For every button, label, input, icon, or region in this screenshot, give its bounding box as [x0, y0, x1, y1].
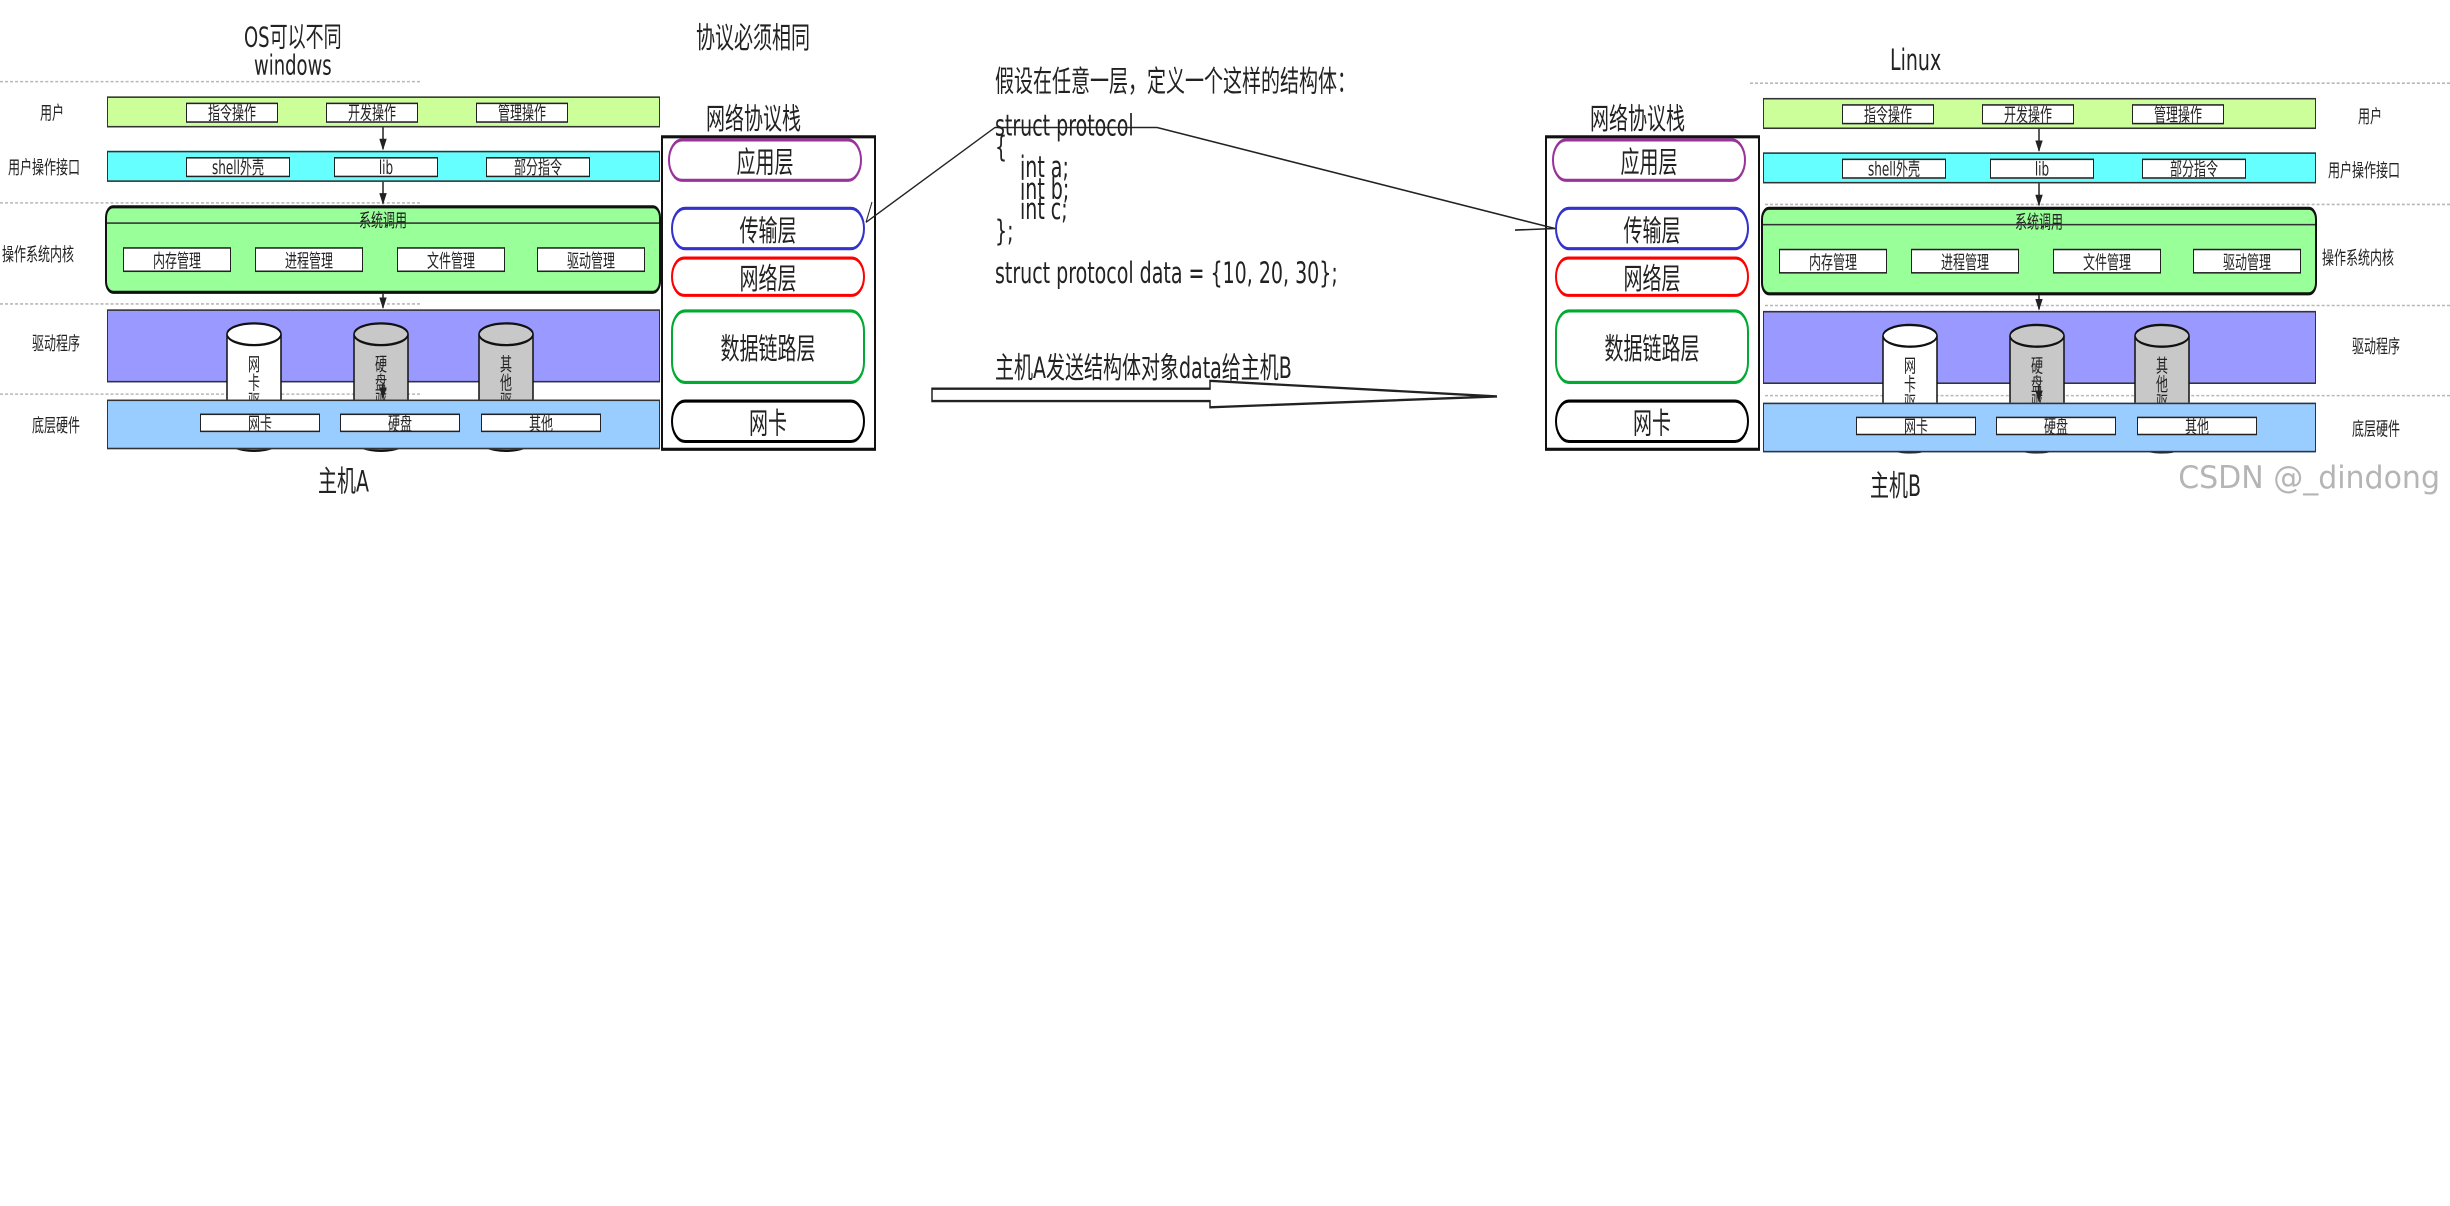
separator: [1765, 304, 2450, 307]
layer-label-interface: 用户操作接口: [2328, 160, 2401, 182]
stack-frame: [661, 135, 876, 451]
separator: [0, 303, 420, 305]
hardware-item: 其他: [2137, 416, 2257, 438]
send-caption: 主机A发送结构体对象data给主机B: [995, 351, 1292, 386]
user-item: 管理操作: [476, 102, 568, 124]
stack-frame: [1545, 135, 1760, 451]
hardware-item: 网卡: [1856, 416, 1976, 438]
kernel-item: 进程管理: [1911, 248, 2019, 274]
layer-label-driver: 驱动程序: [2352, 335, 2401, 358]
layer-label-kernel: 操作系统内核: [2322, 247, 2395, 269]
interface-layer: shell外壳 lib 部分指令: [107, 150, 660, 182]
callout-line: [865, 126, 996, 224]
kernel-item: 进程管理: [255, 247, 363, 273]
stack-layer-network: 网络层: [671, 256, 865, 297]
layer-label-kernel: 操作系统内核: [2, 244, 75, 266]
stack-layer-network: 网络层: [1555, 256, 1749, 297]
interface-item: lib: [1990, 158, 2094, 180]
send-arrow-icon: [931, 379, 1498, 409]
hardware-layer: 网卡 硬盘 其他: [1763, 402, 2316, 453]
kernel-item: 驱动管理: [537, 247, 645, 273]
syscall-divider: [107, 222, 659, 224]
layer-label-hardware: 底层硬件: [2352, 418, 2401, 440]
stack-layer-nic: 网卡: [671, 399, 865, 444]
hardware-item: 网卡: [200, 413, 320, 435]
callout-line: [1514, 227, 1556, 231]
code-line: struct protocol data = {10, 20, 30};: [995, 256, 1338, 291]
hardware-item: 硬盘: [1996, 416, 2116, 438]
stack-layer-datalink: 数据链路层: [671, 309, 865, 384]
layer-label-interface: 用户操作接口: [8, 157, 81, 179]
separator: [0, 202, 420, 204]
user-layer: 指令操作 开发操作 管理操作: [107, 96, 660, 128]
kernel-item: 内存管理: [123, 247, 231, 273]
kernel-layer: 系统调用 内存管理 进程管理 文件管理 驱动管理: [105, 205, 661, 294]
layer-label-hardware: 底层硬件: [32, 415, 81, 437]
layer-label-user: 用户: [40, 102, 65, 125]
watermark: CSDN @_dindong: [2178, 461, 2440, 496]
code-intro: 假设在任意一层，定义一个这样的结构体：: [995, 65, 1357, 100]
kernel-item: 文件管理: [397, 247, 505, 273]
stack-layer-datalink: 数据链路层: [1555, 309, 1749, 384]
user-item: 开发操作: [1982, 104, 2074, 126]
layer-label-user: 用户: [2358, 105, 2383, 128]
syscall-label: 系统调用: [2014, 211, 2063, 234]
kernel-item: 驱动管理: [2193, 248, 2301, 274]
connectors: CSDN @_dindong: [379, 126, 2440, 496]
layer-label-driver: 驱动程序: [32, 332, 81, 355]
stack-layer-app: 应用层: [668, 138, 862, 182]
separator: [1750, 82, 2450, 84]
interface-item: 部分指令: [2142, 158, 2246, 180]
user-layer: 指令操作 开发操作 管理操作: [1763, 97, 2316, 130]
interface-item: 部分指令: [486, 157, 590, 179]
separator: [1765, 394, 2450, 397]
interface-item: shell外壳: [1842, 158, 1946, 180]
kernel-layer: 系统调用 内存管理 进程管理 文件管理 驱动管理: [1761, 206, 2317, 296]
os-note: OS可以不同: [244, 21, 342, 55]
protocol-note: 协议必须相同: [696, 21, 811, 56]
hardware-layer: 网卡 硬盘 其他: [107, 399, 660, 450]
host-a-name: 主机A: [318, 464, 369, 500]
user-item: 指令操作: [186, 102, 278, 124]
code-line: int a;: [1020, 150, 1069, 185]
code-line: int c;: [1020, 192, 1068, 227]
code-line: struct protocol: [995, 108, 1134, 144]
code-line: {: [995, 130, 1008, 165]
user-item: 开发操作: [326, 102, 418, 124]
host-b-os-name: Linux: [1890, 43, 1942, 78]
callout-line: [865, 201, 873, 223]
user-item: 指令操作: [1842, 104, 1934, 126]
interface-layer: shell外壳 lib 部分指令: [1763, 152, 2316, 184]
interface-item: lib: [334, 156, 438, 178]
interface-item: shell外壳: [186, 157, 290, 179]
stack-layer-transport: 传输层: [1555, 206, 1749, 251]
hardware-item: 其他: [481, 413, 601, 435]
hardware-item: 硬盘: [340, 413, 460, 435]
separator: [0, 393, 420, 395]
stack-title: 网络协议栈: [1590, 102, 1686, 137]
kernel-item: 内存管理: [1779, 248, 1887, 274]
user-item: 管理操作: [2132, 104, 2224, 126]
host-a-os-name: windows: [254, 49, 332, 83]
code-line: };: [995, 214, 1014, 249]
syscall-label: 系统调用: [358, 209, 407, 232]
host-b-name: 主机B: [1870, 469, 1922, 504]
callout-line: [1156, 126, 1556, 230]
separator: [0, 80, 420, 83]
separator: [1765, 203, 2450, 206]
stack-title: 网络协议栈: [706, 102, 802, 137]
kernel-item: 文件管理: [2053, 248, 2161, 274]
stack-layer-nic: 网卡: [1555, 399, 1749, 444]
syscall-divider: [1763, 223, 2315, 226]
stack-layer-app: 应用层: [1552, 138, 1746, 182]
code-line: int b;: [1020, 172, 1070, 207]
stack-layer-transport: 传输层: [671, 206, 865, 251]
